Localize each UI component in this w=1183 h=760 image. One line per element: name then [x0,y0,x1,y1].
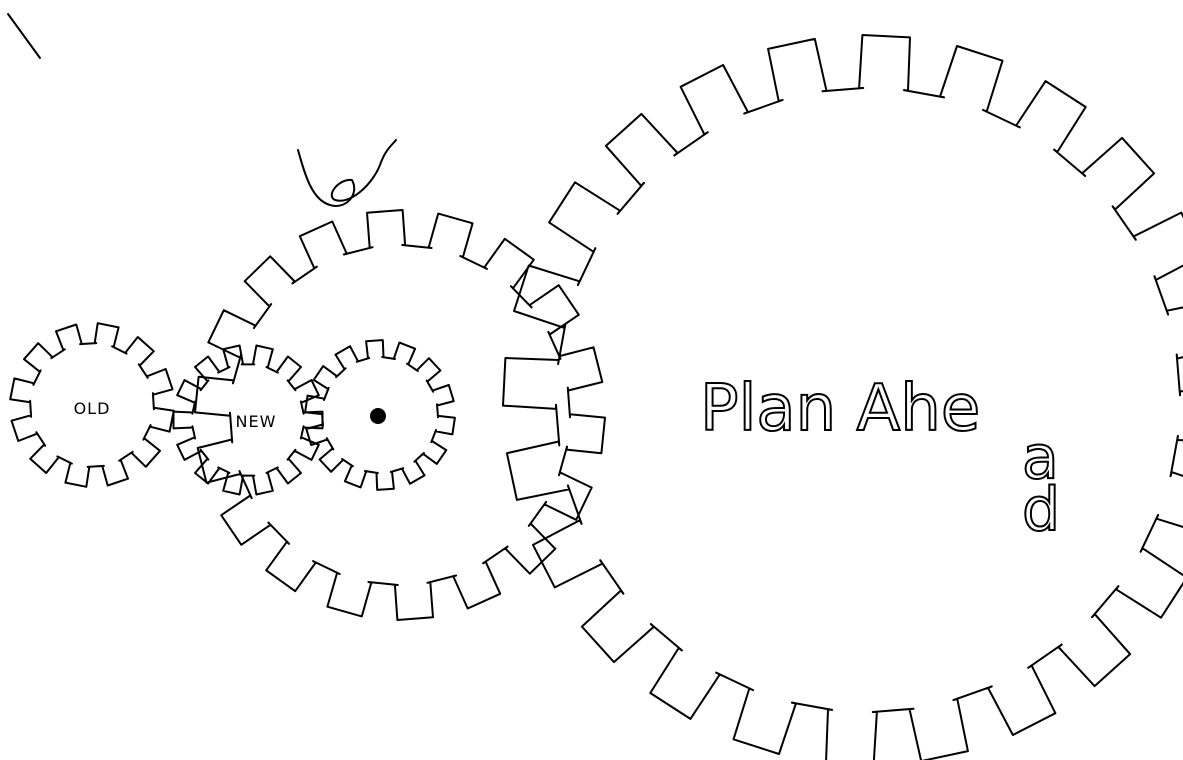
gear-new: NEW [174,346,323,495]
corner-stroke [8,14,40,58]
gear-small [305,340,455,490]
plan-ahead-text: Plan Ahe [700,372,980,446]
gear-old: OLD [10,323,174,487]
gear-new-label: NEW [236,412,277,431]
gear-old-label: OLD [74,399,111,418]
gear-axle-dot [370,408,386,424]
scribble-mark [298,140,396,206]
plan-ahead-label: Plan Ahe a d [700,372,1060,545]
plan-ahead-tail-d: d [1022,475,1060,545]
